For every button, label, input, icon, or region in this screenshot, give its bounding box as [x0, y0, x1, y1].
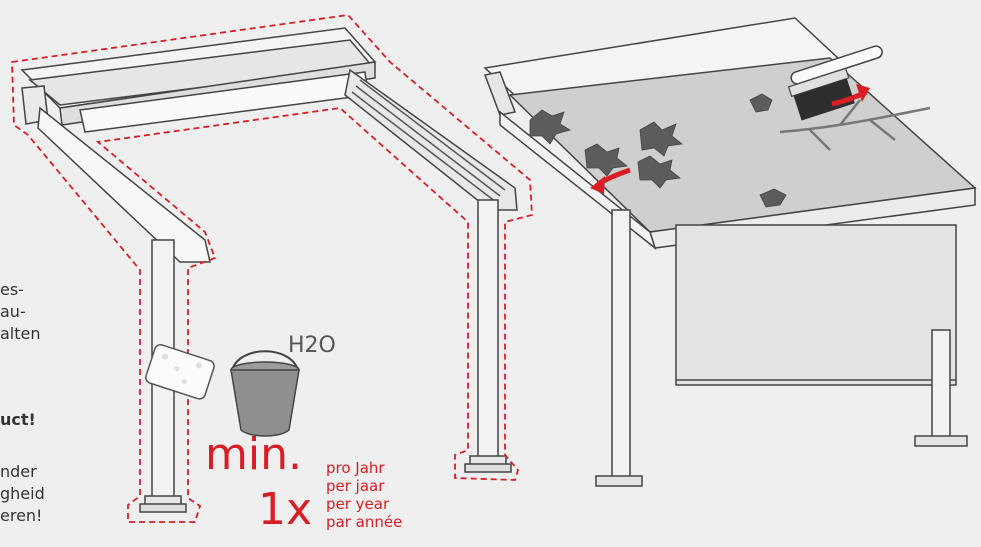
text-fragment: eren! — [0, 506, 43, 525]
text-fragment: au- — [0, 302, 26, 321]
cleaning-outline — [11, 14, 533, 523]
text-fragment: nder — [0, 462, 37, 481]
text-fragment: uct! — [0, 410, 36, 429]
text-fragment: alten — [0, 324, 41, 343]
left-awning-frame — [20, 27, 518, 513]
sponge-icon — [145, 344, 215, 400]
min-label: min. — [205, 429, 302, 480]
twig-icon — [779, 99, 931, 151]
right-awning — [483, 17, 977, 487]
period-de: pro Jahr — [326, 459, 385, 477]
bucket-label: H2O — [288, 333, 336, 358]
bucket-icon — [230, 350, 300, 437]
frequency-periods: pro Jahr per jaar per year par année — [326, 459, 402, 531]
count-label: 1x — [258, 484, 313, 535]
vertical-screen — [675, 224, 957, 386]
period-nl: per jaar — [326, 477, 385, 495]
text-fragment: es- — [0, 280, 24, 299]
leaves-icon — [529, 93, 787, 208]
brush-icon — [787, 45, 883, 121]
text-fragment: gheid — [0, 484, 45, 503]
period-fr: par année — [326, 513, 403, 531]
period-en: per year — [326, 495, 390, 513]
